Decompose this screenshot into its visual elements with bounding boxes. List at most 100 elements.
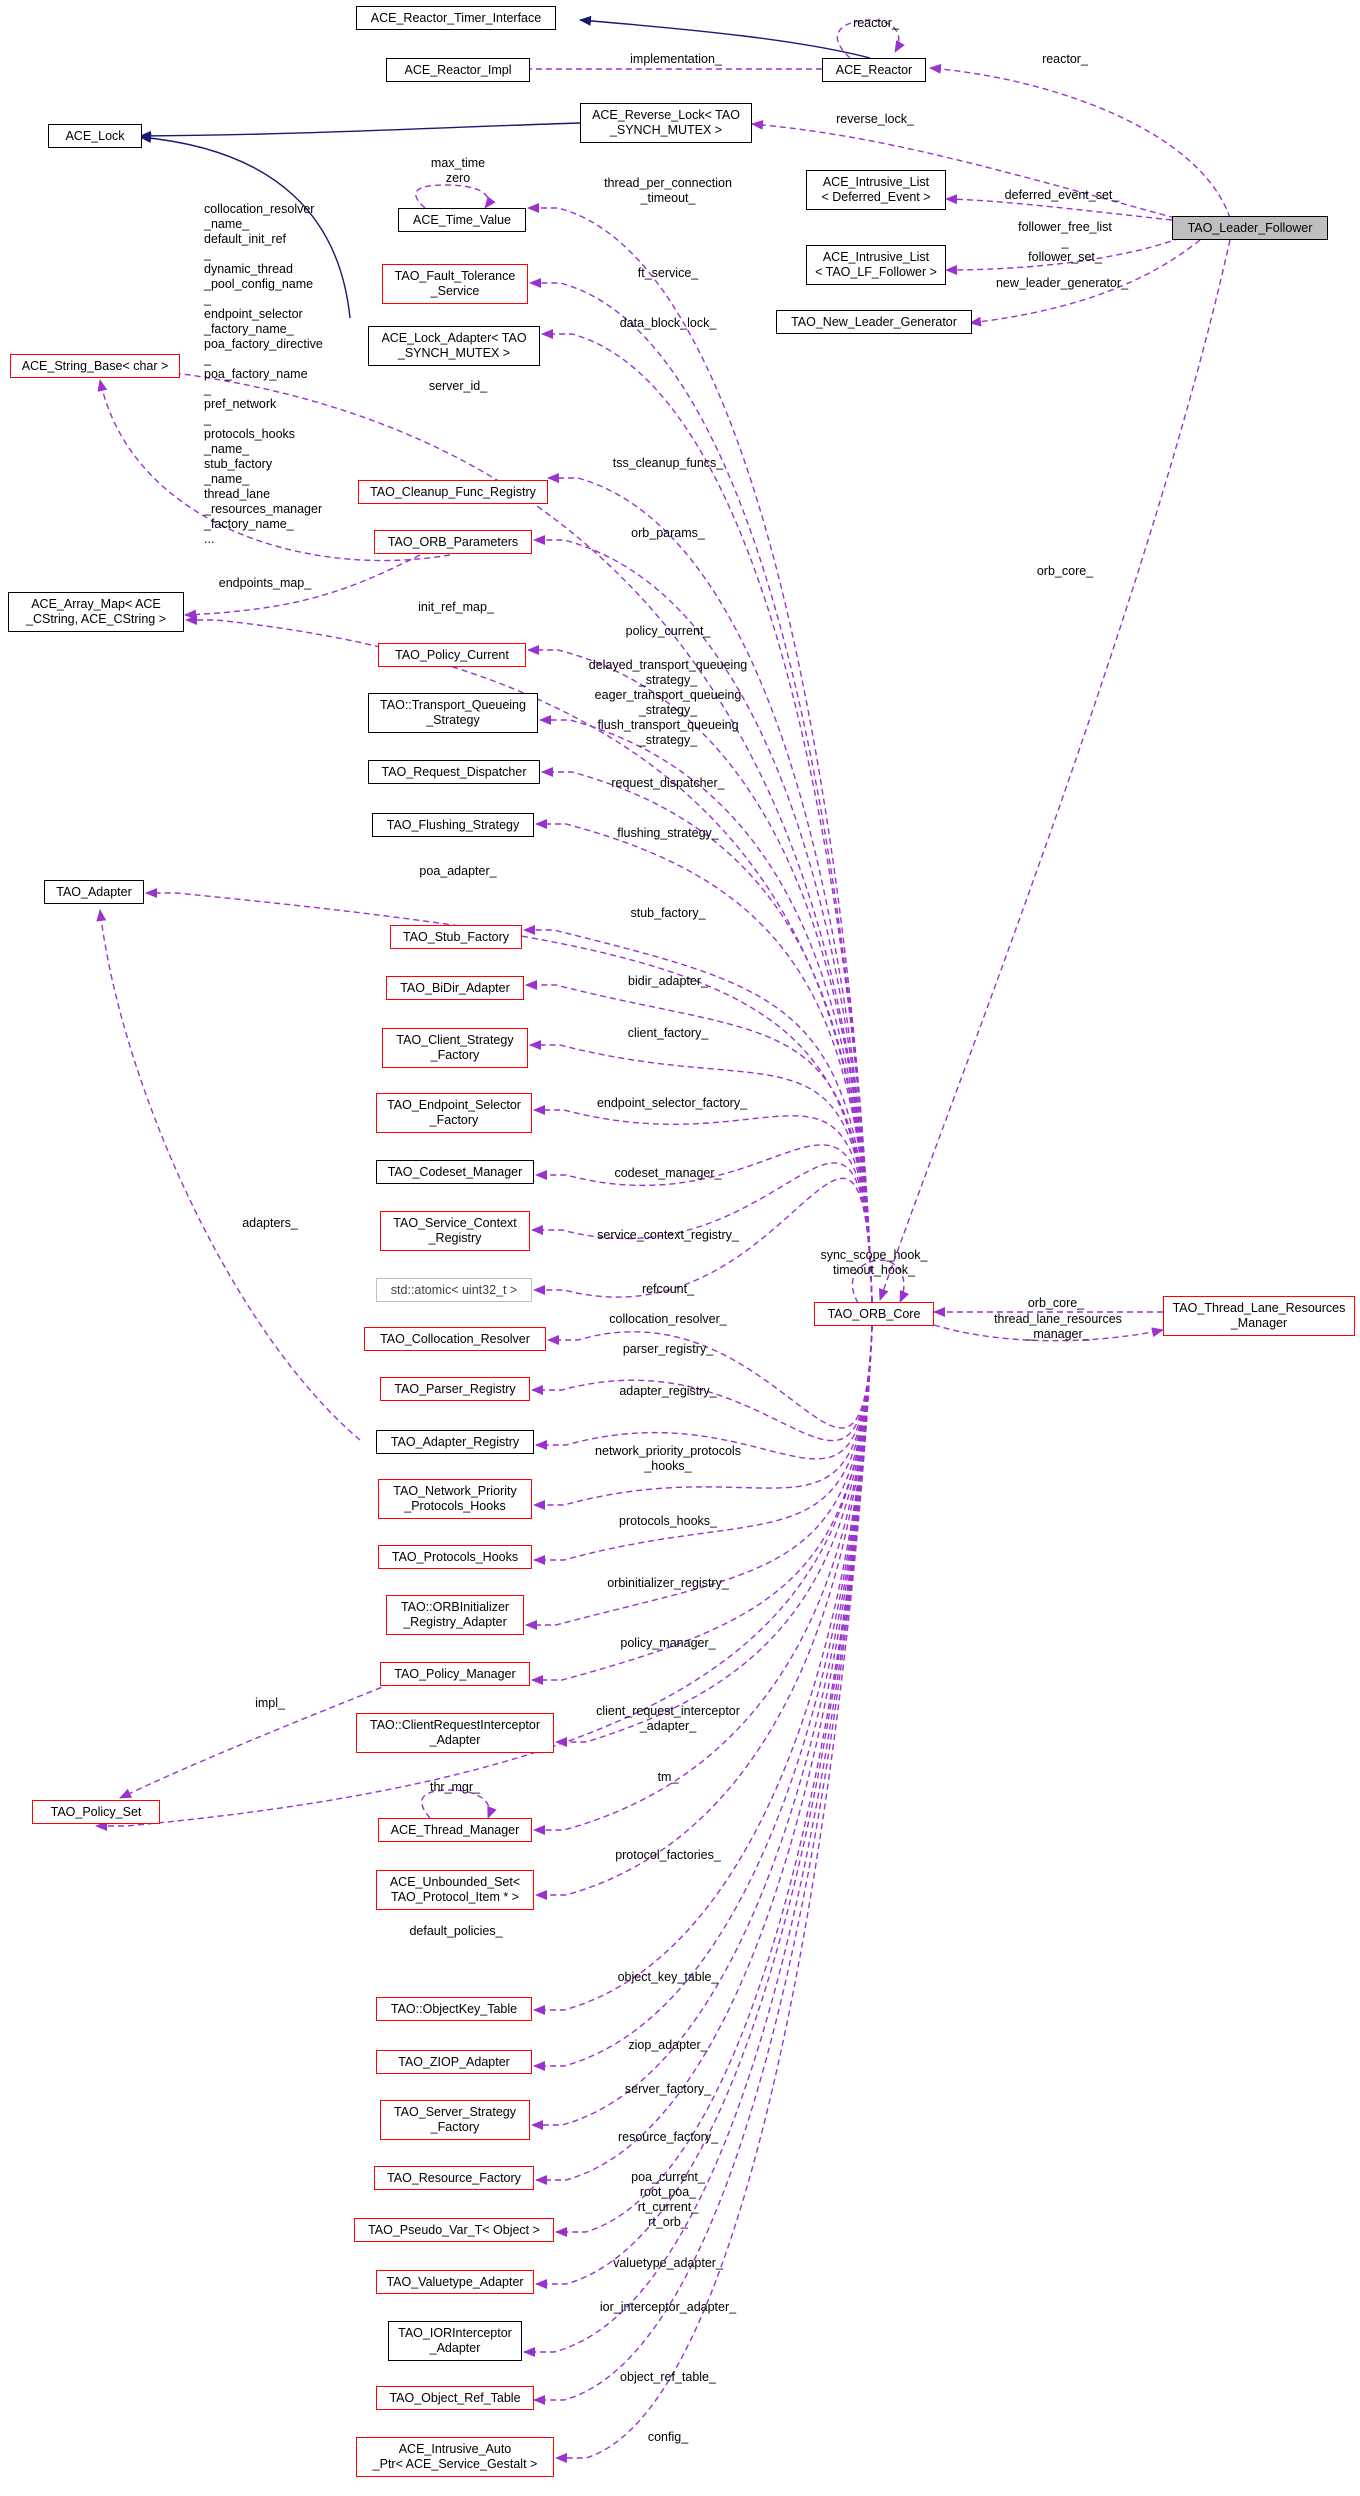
label-parser-registry: parser_registry_ xyxy=(622,1342,714,1356)
label-endpoint-selector-factory: endpoint_selector_factory_ xyxy=(596,1096,748,1110)
node-ace-intrusive-list-deferred[interactable]: ACE_Intrusive_List < Deferred_Event > xyxy=(806,170,946,210)
label-server-factory: server_factory_ xyxy=(624,2082,712,2096)
node-tao-server-strategy-factory[interactable]: TAO_Server_Strategy _Factory xyxy=(380,2100,530,2140)
label-adapters: adapters_ xyxy=(242,1216,298,1230)
edge-adapters xyxy=(96,909,361,1441)
label-default-policies: default_policies_ xyxy=(409,1924,503,1938)
edge-orb-core-to-flushing-strategy xyxy=(535,819,873,1303)
node-tao-collocation-resolver[interactable]: TAO_Collocation_Resolver xyxy=(364,1327,546,1351)
node-tao-policy-current[interactable]: TAO_Policy_Current xyxy=(378,643,526,667)
node-tao-request-dispatcher[interactable]: TAO_Request_Dispatcher xyxy=(368,760,540,784)
label-object-ref-table: object_ref_table_ xyxy=(620,2370,716,2384)
label-codeset-manager: codeset_manager_ xyxy=(614,1166,722,1180)
node-tao-parser-registry[interactable]: TAO_Parser_Registry xyxy=(380,1377,530,1401)
edge-orb-core-to-lock-adapter xyxy=(541,329,873,1303)
edge-reactor-to-leader xyxy=(929,63,1231,219)
label-ior-interceptor-adapter: ior_interceptor_adapter_ xyxy=(599,2300,737,2314)
node-tao-service-context-registry[interactable]: TAO_Service_Context _Registry xyxy=(380,1211,530,1251)
edge-new-leader-generator xyxy=(969,239,1201,327)
label-follower-set: follower_free_list _ follower_set_ xyxy=(1018,220,1112,264)
edge-orb-core-to-fault-tolerance xyxy=(529,278,873,1303)
label-tss-cleanup-funcs: tss_cleanup_funcs_ xyxy=(612,456,724,470)
edge-orb-core-to-collocation-resolver xyxy=(547,1325,873,1429)
label-pseudo-vars: poa_current_ root_poa_ rt_current_ rt_or… xyxy=(631,2170,705,2229)
label-reactor: reactor_ xyxy=(1042,52,1088,66)
node-ace-array-map[interactable]: ACE_Array_Map< ACE _CString, ACE_CString… xyxy=(8,592,184,632)
label-protocol-factories: protocol_factories_ xyxy=(615,1848,721,1862)
node-tao-endpoint-selector-factory[interactable]: TAO_Endpoint_Selector _Factory xyxy=(376,1093,532,1133)
node-ace-lock-adapter[interactable]: ACE_Lock_Adapter< TAO _SYNCH_MUTEX > xyxy=(368,326,540,366)
edge-orb-core-to-valuetype-adapter xyxy=(535,1325,873,2289)
edge-lock-adapter-inherits-lock xyxy=(139,133,351,319)
node-tao-thread-lane-resources-manager[interactable]: TAO_Thread_Lane_Resources _Manager xyxy=(1163,1296,1355,1336)
node-tao-policy-set[interactable]: TAO_Policy_Set xyxy=(32,1800,160,1824)
label-stub-factory: stub_factory_ xyxy=(630,906,706,920)
node-client-request-interceptor-adapter[interactable]: TAO::ClientRequestInterceptor _Adapter xyxy=(356,1713,554,1753)
node-tao-bidir-adapter[interactable]: TAO_BiDir_Adapter xyxy=(386,976,524,1000)
label-protocols-hooks: protocols_hooks_ xyxy=(619,1514,717,1528)
label-tm: tm_ xyxy=(657,1770,679,1784)
node-ace-unbounded-set[interactable]: ACE_Unbounded_Set< TAO_Protocol_Item * > xyxy=(376,1870,534,1910)
label-orb-core-from-leader: orb_core_ xyxy=(1036,564,1094,578)
node-ace-reactor-timer-interface[interactable]: ACE_Reactor_Timer_Interface xyxy=(356,6,556,30)
label-queueing-strategy: delayed_transport_queueing _strategy_ ea… xyxy=(588,658,748,747)
node-std-atomic-uint32[interactable]: std::atomic< uint32_t > xyxy=(376,1278,532,1302)
edge-orb-core-to-ziop-adapter xyxy=(533,1325,873,2071)
label-object-key-table: object_key_table_ xyxy=(617,1970,719,1984)
node-ace-lock[interactable]: ACE_Lock xyxy=(48,124,142,148)
node-tao-pseudo-var[interactable]: TAO_Pseudo_Var_T< Object > xyxy=(354,2218,554,2242)
node-tao-fault-tolerance-service[interactable]: TAO_Fault_Tolerance _Service xyxy=(382,264,528,304)
node-tao-new-leader-generator[interactable]: TAO_New_Leader_Generator xyxy=(776,310,972,334)
label-sync-scope-hook: sync_scope_hook_ timeout_hook_ xyxy=(820,1248,928,1277)
node-orbinitializer-registry-adapter[interactable]: TAO::ORBInitializer _Registry_Adapter xyxy=(386,1595,524,1635)
node-ace-reactor-impl[interactable]: ACE_Reactor_Impl xyxy=(386,58,530,82)
edge-orb-core-to-endpoint-selector-factory xyxy=(533,1105,873,1303)
node-tao-orb-parameters[interactable]: TAO_ORB_Parameters xyxy=(374,530,532,554)
node-tao-resource-factory[interactable]: TAO_Resource_Factory xyxy=(374,2166,534,2190)
node-tao-orb-core[interactable]: TAO_ORB_Core xyxy=(814,1302,934,1326)
node-ace-thread-manager[interactable]: ACE_Thread_Manager xyxy=(378,1818,532,1842)
node-tao-leader-follower[interactable]: TAO_Leader_Follower xyxy=(1172,216,1328,240)
label-orbinitializer-registry: orbinitializer_registry_ xyxy=(607,1576,729,1590)
label-ft-service: ft_service_ xyxy=(637,266,699,280)
node-tao-adapter[interactable]: TAO_Adapter xyxy=(44,880,144,904)
node-tao-cleanup-func-registry[interactable]: TAO_Cleanup_Func_Registry xyxy=(358,480,548,504)
label-request-dispatcher: request_dispatcher_ xyxy=(611,776,725,790)
node-tao-object-ref-table[interactable]: TAO_Object_Ref_Table xyxy=(376,2386,534,2410)
node-tao-flushing-strategy[interactable]: TAO_Flushing_Strategy xyxy=(372,813,534,837)
node-tao-objectkey-table[interactable]: TAO::ObjectKey_Table xyxy=(376,1997,532,2021)
node-ace-reactor[interactable]: ACE_Reactor xyxy=(822,58,926,82)
node-ace-string-base[interactable]: ACE_String_Base< char > xyxy=(10,354,180,378)
edge-orb-core-to-transport-queueing xyxy=(539,715,873,1303)
node-ace-time-value[interactable]: ACE_Time_Value xyxy=(398,208,526,232)
edge-reverse-lock xyxy=(751,119,1176,219)
node-tao-ziop-adapter[interactable]: TAO_ZIOP_Adapter xyxy=(376,2050,532,2074)
label-policy-current: policy_current_ xyxy=(625,624,711,638)
edge-orb-core-self xyxy=(851,1259,910,1304)
label-policy-manager: policy_manager_ xyxy=(620,1636,716,1650)
label-resource-factory: resource_factory_ xyxy=(617,2130,719,2144)
node-tao-protocols-hooks[interactable]: TAO_Protocols_Hooks xyxy=(378,1545,532,1569)
orb-core-fan-edges xyxy=(95,203,873,2463)
node-tao-client-strategy-factory[interactable]: TAO_Client_Strategy _Factory xyxy=(382,1028,528,1068)
node-ace-intrusive-list-lf[interactable]: ACE_Intrusive_List < TAO_LF_Follower > xyxy=(806,245,946,285)
edge-orb-core-to-thread-manager xyxy=(533,1325,873,1835)
node-tao-adapter-registry[interactable]: TAO_Adapter_Registry xyxy=(376,1430,534,1454)
label-reverse-lock: reverse_lock_ xyxy=(836,112,914,126)
node-tao-iorinterceptor-adapter[interactable]: TAO_IORInterceptor _Adapter xyxy=(388,2321,522,2361)
node-tao-stub-factory[interactable]: TAO_Stub_Factory xyxy=(390,925,522,949)
edge-thr-mgr-self xyxy=(421,1789,497,1819)
node-tao-codeset-manager[interactable]: TAO_Codeset_Manager xyxy=(376,1160,534,1184)
edge-orb-core-to-server-strategy-factory xyxy=(531,1325,873,2130)
node-ace-reverse-lock[interactable]: ACE_Reverse_Lock< TAO _SYNCH_MUTEX > xyxy=(580,103,752,143)
edge-orb-core-to-unbounded-set xyxy=(535,1325,873,1900)
edge-orb-core-to-network-priority-hooks xyxy=(533,1325,873,1510)
node-tao-network-priority-hooks[interactable]: TAO_Network_Priority _Protocols_Hooks xyxy=(378,1479,532,1519)
label-new-leader-generator: new_leader_generator_ xyxy=(995,276,1129,290)
node-ace-intrusive-auto-ptr[interactable]: ACE_Intrusive_Auto _Ptr< ACE_Service_Ges… xyxy=(356,2437,554,2477)
edge-orb-core-to-atomic-uint32 xyxy=(533,1177,873,1303)
node-transport-queueing-strategy[interactable]: TAO::Transport_Queueing _Strategy xyxy=(368,693,538,733)
node-tao-policy-manager[interactable]: TAO_Policy_Manager xyxy=(380,1662,530,1686)
node-tao-valuetype-adapter[interactable]: TAO_Valuetype_Adapter xyxy=(376,2270,534,2294)
